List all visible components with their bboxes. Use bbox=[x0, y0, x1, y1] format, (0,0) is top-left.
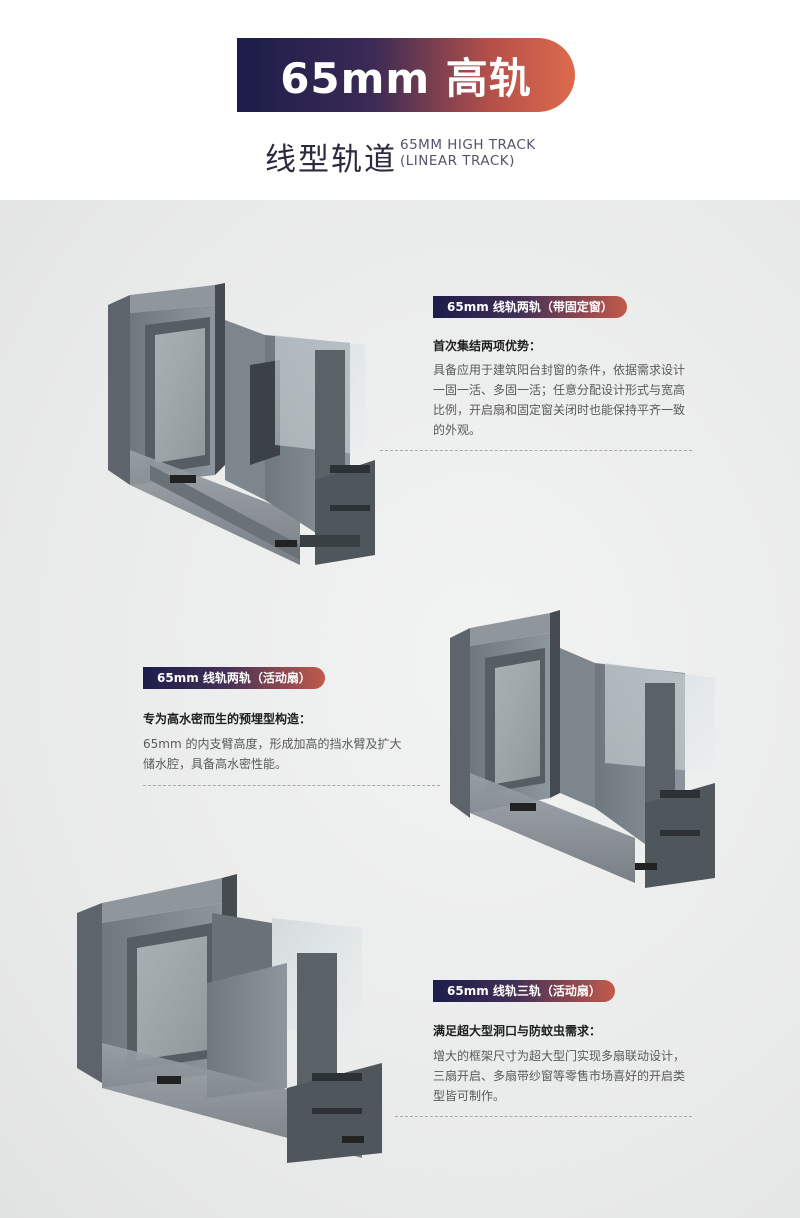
section-tag-three-track-sliding: 65mm 线轨三轨（活动扇） bbox=[433, 980, 615, 1002]
section-tag-two-track-fixed: 65mm 线轨两轨（带固定窗） bbox=[433, 296, 627, 318]
text-line: 储水腔，具备高水密性能。 bbox=[143, 757, 288, 771]
product-image-two-track-fixed bbox=[108, 283, 375, 565]
subtitle-english-line2: (LINEAR TRACK) bbox=[400, 153, 515, 169]
text-line: 的外观。 bbox=[433, 423, 482, 437]
divider-line bbox=[143, 785, 440, 786]
subtitle-english: 65MM HIGH TRACK (LINEAR TRACK) bbox=[400, 137, 536, 169]
text-line: 增大的框架尺寸为超大型门实现多扇联动设计， bbox=[433, 1049, 686, 1063]
section-heading-three-track-sliding: 满足超大型洞口与防蚊虫需求： bbox=[433, 1024, 602, 1038]
text-line: 65mm 的内支臂高度，形成加高的挡水臂及扩大 bbox=[143, 737, 402, 751]
text-line: 比例，开启扇和固定窗关闭时也能保持平齐一致 bbox=[433, 403, 686, 417]
page-title: 65mm 高轨 bbox=[237, 38, 575, 112]
text-line: 一固一活、多固一活；任意分配设计形式与宽高 bbox=[433, 383, 686, 397]
section-tag-two-track-sliding: 65mm 线轨两轨（活动扇） bbox=[143, 667, 325, 689]
product-image-two-track-sliding bbox=[450, 610, 715, 888]
subtitle-chinese: 线型轨道 bbox=[265, 142, 397, 178]
subtitle-english-line1: 65MM HIGH TRACK bbox=[400, 137, 536, 153]
divider-line bbox=[380, 450, 692, 451]
divider-line bbox=[395, 1116, 692, 1117]
product-image-three-track-sliding bbox=[77, 874, 382, 1163]
text-line: 三扇开启、多扇带纱窗等零售市场喜好的开启类 bbox=[433, 1069, 686, 1083]
section-heading-two-track-sliding: 专为高水密而生的预埋型构造： bbox=[143, 712, 312, 726]
text-line: 具备应用于建筑阳台封窗的条件，依据需求设计 bbox=[433, 363, 686, 377]
section-text-two-track-sliding: 65mm 的内支臂高度，形成加高的挡水臂及扩大 储水腔，具备高水密性能。 bbox=[143, 734, 401, 774]
section-heading-two-track-fixed: 首次集结两项优势： bbox=[433, 339, 542, 353]
text-line: 型皆可制作。 bbox=[433, 1089, 506, 1103]
page-header: 65mm 高轨 线型轨道 65MM HIGH TRACK (LINEAR TRA… bbox=[0, 0, 800, 200]
section-text-two-track-fixed: 具备应用于建筑阳台封窗的条件，依据需求设计 一固一活、多固一活；任意分配设计形式… bbox=[433, 360, 685, 440]
section-text-three-track-sliding: 增大的框架尺寸为超大型门实现多扇联动设计， 三扇开启、多扇带纱窗等零售市场喜好的… bbox=[433, 1046, 685, 1106]
